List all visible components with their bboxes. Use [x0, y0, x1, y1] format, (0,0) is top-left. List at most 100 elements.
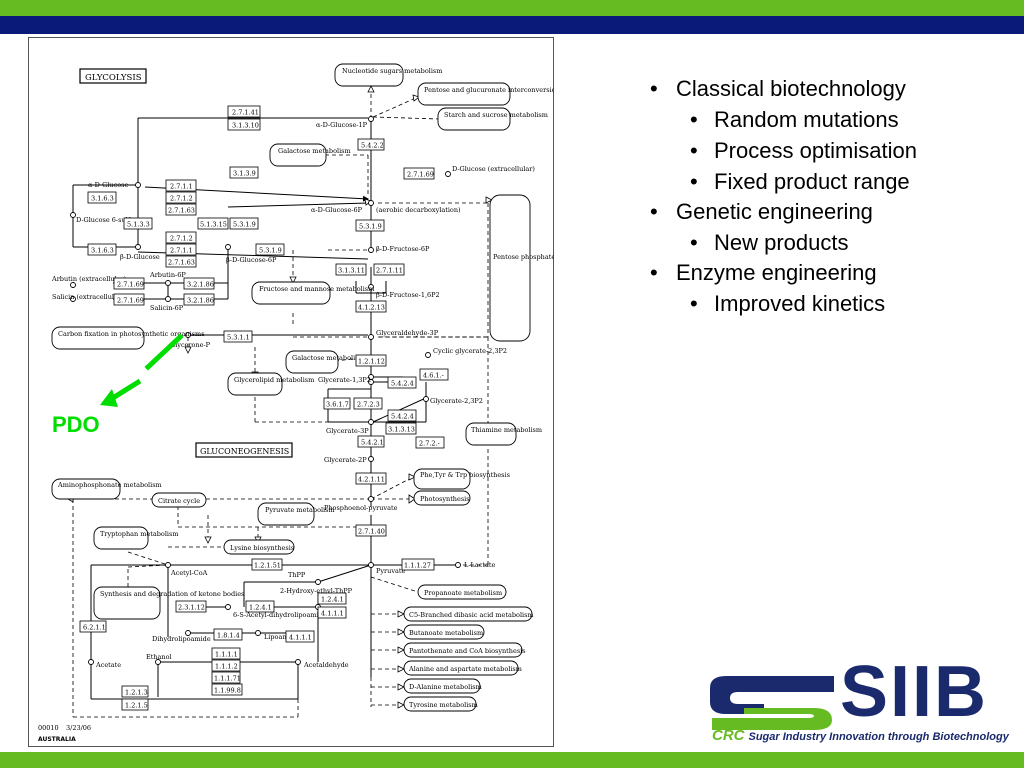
- enzyme-2.7.1.69-b[interactable]: 2.7.1.69: [117, 281, 144, 289]
- enzyme-5.3.1.9-b[interactable]: 5.3.1.9: [259, 247, 282, 255]
- enzyme-5.4.2.1[interactable]: 5.4.2.1: [361, 439, 384, 447]
- enzyme-2.7.1.63-b[interactable]: 2.7.1.63: [168, 259, 195, 267]
- enzyme-2.7.1.11[interactable]: 2.7.1.11: [376, 267, 403, 275]
- enzyme-2.7.2.3[interactable]: 2.7.2.3: [357, 401, 380, 409]
- pathway-thiamine[interactable]: Thiamine metabolism: [471, 426, 542, 434]
- enzyme-3.1.3.9[interactable]: 3.1.3.9: [233, 170, 256, 178]
- enzyme-3.2.1.86-b[interactable]: 3.2.1.86: [187, 297, 214, 305]
- enzyme-1.2.4.1-a[interactable]: 1.2.4.1: [249, 604, 272, 612]
- enzyme-5.1.3.3[interactable]: 5.1.3.3: [127, 221, 150, 229]
- enzyme-3.2.1.86-a[interactable]: 3.2.1.86: [187, 281, 214, 289]
- compound-acetylcoa: Acetyl-CoA: [170, 569, 208, 577]
- enzyme-2.7.1.63-a[interactable]: 2.7.1.63: [168, 207, 195, 215]
- pathway-alanine[interactable]: Alanine and aspartate metabolism: [408, 665, 522, 673]
- compound-g13p: Glycerate-1,3P2: [318, 376, 371, 384]
- pathway-pyruvate-met[interactable]: Pyruvate metabolism: [265, 506, 335, 514]
- compound-glc6s: D-Glucose 6-sulfate: [76, 216, 141, 224]
- siib-logo-mark: [710, 676, 834, 730]
- enzyme-2.7.1.1-a[interactable]: 2.7.1.1: [170, 183, 193, 191]
- compound-dihydro: Dihydrolipoamide: [152, 635, 211, 643]
- enzyme-5.1.3.15[interactable]: 5.1.3.15: [200, 221, 227, 229]
- logo-swoosh-green: [712, 708, 832, 730]
- enzyme-2.7.1.69-c[interactable]: 2.7.1.69: [117, 297, 144, 305]
- bullet-group-genetic: Genetic engineering New products: [650, 197, 1010, 258]
- enzyme-4.1.1.1-a[interactable]: 4.1.1.1: [321, 610, 344, 618]
- enzyme-1.2.1.12[interactable]: 1.2.1.12: [358, 358, 385, 366]
- enzyme-4.1.2.13[interactable]: 4.1.2.13: [358, 304, 385, 312]
- enzyme-1.2.1.5[interactable]: 1.2.1.5: [125, 702, 148, 710]
- enzyme-1.8.1.4[interactable]: 1.8.1.4: [217, 632, 240, 640]
- pathway-tyrosine[interactable]: Tyrosine metabolism: [409, 701, 478, 709]
- pathway-nucleotide[interactable]: Nucleotide sugars metabolism: [342, 67, 442, 75]
- enzyme-2.7.1.1-b[interactable]: 2.7.1.1: [170, 247, 193, 255]
- compound-glycerone: Glycerone-P: [170, 341, 211, 349]
- enzyme-1.2.1.51[interactable]: 1.2.1.51: [254, 562, 281, 570]
- enzyme-1.2.1.3[interactable]: 1.2.1.3: [125, 689, 148, 697]
- enzyme-1.1.1.2[interactable]: 1.1.1.2: [215, 663, 238, 671]
- gluconeogenesis-title: GLUCONEOGENESIS: [200, 447, 289, 456]
- enzyme-3.6.1.7[interactable]: 3.6.1.7: [326, 401, 349, 409]
- gluconeogenesis-title-box: [195, 442, 293, 458]
- enzyme-2.7.1.2-b[interactable]: 2.7.1.2: [170, 235, 193, 243]
- pathway-galactose2[interactable]: Galactose metabolism: [292, 354, 365, 362]
- enzyme-2.7.1.2-a[interactable]: 2.7.1.2: [170, 195, 193, 203]
- enzyme-4.1.1.1-b[interactable]: 4.1.1.1: [289, 634, 312, 642]
- bottom-accent-bar: [0, 752, 1024, 768]
- pathway-pantothenate[interactable]: Pantothenate and CoA biosynthesis: [409, 647, 526, 655]
- enzyme-4.2.1.11[interactable]: 4.2.1.11: [358, 476, 385, 484]
- bullet-enzyme-engineering: Enzyme engineering: [650, 258, 1010, 288]
- enzyme-2.7.1.40[interactable]: 2.7.1.40: [358, 528, 385, 536]
- enzyme-5.4.2.2[interactable]: 5.4.2.2: [361, 142, 384, 150]
- pathway-fructose[interactable]: Fructose and mannose metabolism: [259, 285, 374, 293]
- enzyme-3.1.6.3-a[interactable]: 3.1.6.3: [91, 195, 114, 203]
- enzyme-5.3.1.9-a[interactable]: 5.3.1.9: [233, 221, 256, 229]
- siib-logo-word: SIIB: [840, 652, 989, 732]
- pathway-glycerolipid[interactable]: Glycerolipid metabolism: [234, 376, 314, 384]
- pathway-citrate[interactable]: Citrate cycle: [158, 497, 200, 505]
- compound-thpp: ThPP: [288, 571, 306, 579]
- enzyme-3.1.3.13[interactable]: 3.1.3.13: [388, 426, 415, 434]
- pathway-galactose1[interactable]: Galactose metabolism: [278, 147, 351, 155]
- pathway-tryptophan[interactable]: Tryptophan metabolism: [100, 530, 179, 538]
- pathway-butanoate[interactable]: Butanoate metabolism: [409, 629, 483, 637]
- enzyme-1.2.4.1-b[interactable]: 1.2.4.1: [321, 596, 344, 604]
- bullet-classical: Classical biotechnology: [650, 74, 1010, 104]
- pathway-photosynthesis[interactable]: Photosynthesis: [420, 495, 470, 503]
- pathway-lysine[interactable]: Lysine biosynthesis: [230, 544, 294, 552]
- pathway-carbon[interactable]: Carbon fixation in photosynthetic organi…: [58, 330, 205, 338]
- compound-g3p: Glyceraldehyde-3P: [376, 329, 439, 337]
- enzyme-2.7.1.69-a[interactable]: 2.7.1.69: [407, 171, 434, 179]
- enzyme-5.4.2.4-a[interactable]: 5.4.2.4: [391, 380, 414, 388]
- enzyme-4.6.1.x[interactable]: 4.6.1.-: [423, 372, 444, 380]
- glycolysis-title-box: [79, 68, 147, 84]
- pathway-dalanine[interactable]: D-Alanine metabolism: [409, 683, 482, 691]
- sub-bullet-process-optimisation: Process optimisation: [650, 135, 1010, 166]
- enzyme-5.3.1.1[interactable]: 5.3.1.1: [227, 334, 250, 342]
- pathway-starch[interactable]: Starch and sucrose metabolism: [444, 111, 548, 119]
- pathway-pentose-phos[interactable]: Pentose phosphate pathway: [493, 253, 554, 261]
- enzyme-5.4.2.4-b[interactable]: 5.4.2.4: [391, 413, 414, 421]
- enzyme-3.1.3.10[interactable]: 3.1.3.10: [232, 122, 259, 130]
- enzyme-2.7.1.41[interactable]: 2.7.1.41: [232, 109, 259, 117]
- enzyme-1.1.1.71[interactable]: 1.1.1.71: [214, 675, 241, 683]
- compound-g23p: Glycerate-2,3P2: [430, 397, 483, 405]
- enzyme-1.1.1.27[interactable]: 1.1.1.27: [404, 562, 431, 570]
- pathway-ketone[interactable]: Synthesis and degradation of ketone bodi…: [100, 590, 244, 598]
- enzyme-2.7.2.x[interactable]: 2.7.2.-: [419, 440, 440, 448]
- enzyme-3.1.3.11[interactable]: 3.1.3.11: [338, 267, 365, 275]
- pathway-aminophos[interactable]: Aminophosphonate metabolism: [57, 481, 162, 489]
- enzyme-3.1.6.3-b[interactable]: 3.1.6.3: [91, 247, 114, 255]
- bullet-group-classical: Classical biotechnology Random mutations…: [650, 74, 1010, 197]
- pathway-pentose-gluc[interactable]: Pentose and glucuronate interconversions: [424, 86, 554, 94]
- enzyme-1.1.99.8[interactable]: 1.1.99.8: [214, 687, 241, 695]
- pathway-propanoate[interactable]: Propanoate metabolism: [424, 589, 502, 597]
- pathway-phetyrtrp[interactable]: Phe,Tyr & Trp biosynthesis: [420, 471, 510, 479]
- compound-lipoamide: Lipoamide: [264, 633, 299, 641]
- pathway-c5[interactable]: C5-Branched dibasic acid metabolism: [409, 611, 534, 619]
- compound-bfru6p: β-D-Fructose-6P: [376, 245, 430, 253]
- compound-aglc6p: α-D-Glucose-6P: [311, 206, 363, 214]
- enzyme-6.2.1.1[interactable]: 6.2.1.1: [83, 624, 106, 632]
- enzyme-5.3.1.9-c[interactable]: 5.3.1.9: [359, 223, 382, 231]
- enzyme-2.3.1.12[interactable]: 2.3.1.12: [178, 604, 205, 612]
- enzyme-1.1.1.1[interactable]: 1.1.1.1: [215, 651, 238, 659]
